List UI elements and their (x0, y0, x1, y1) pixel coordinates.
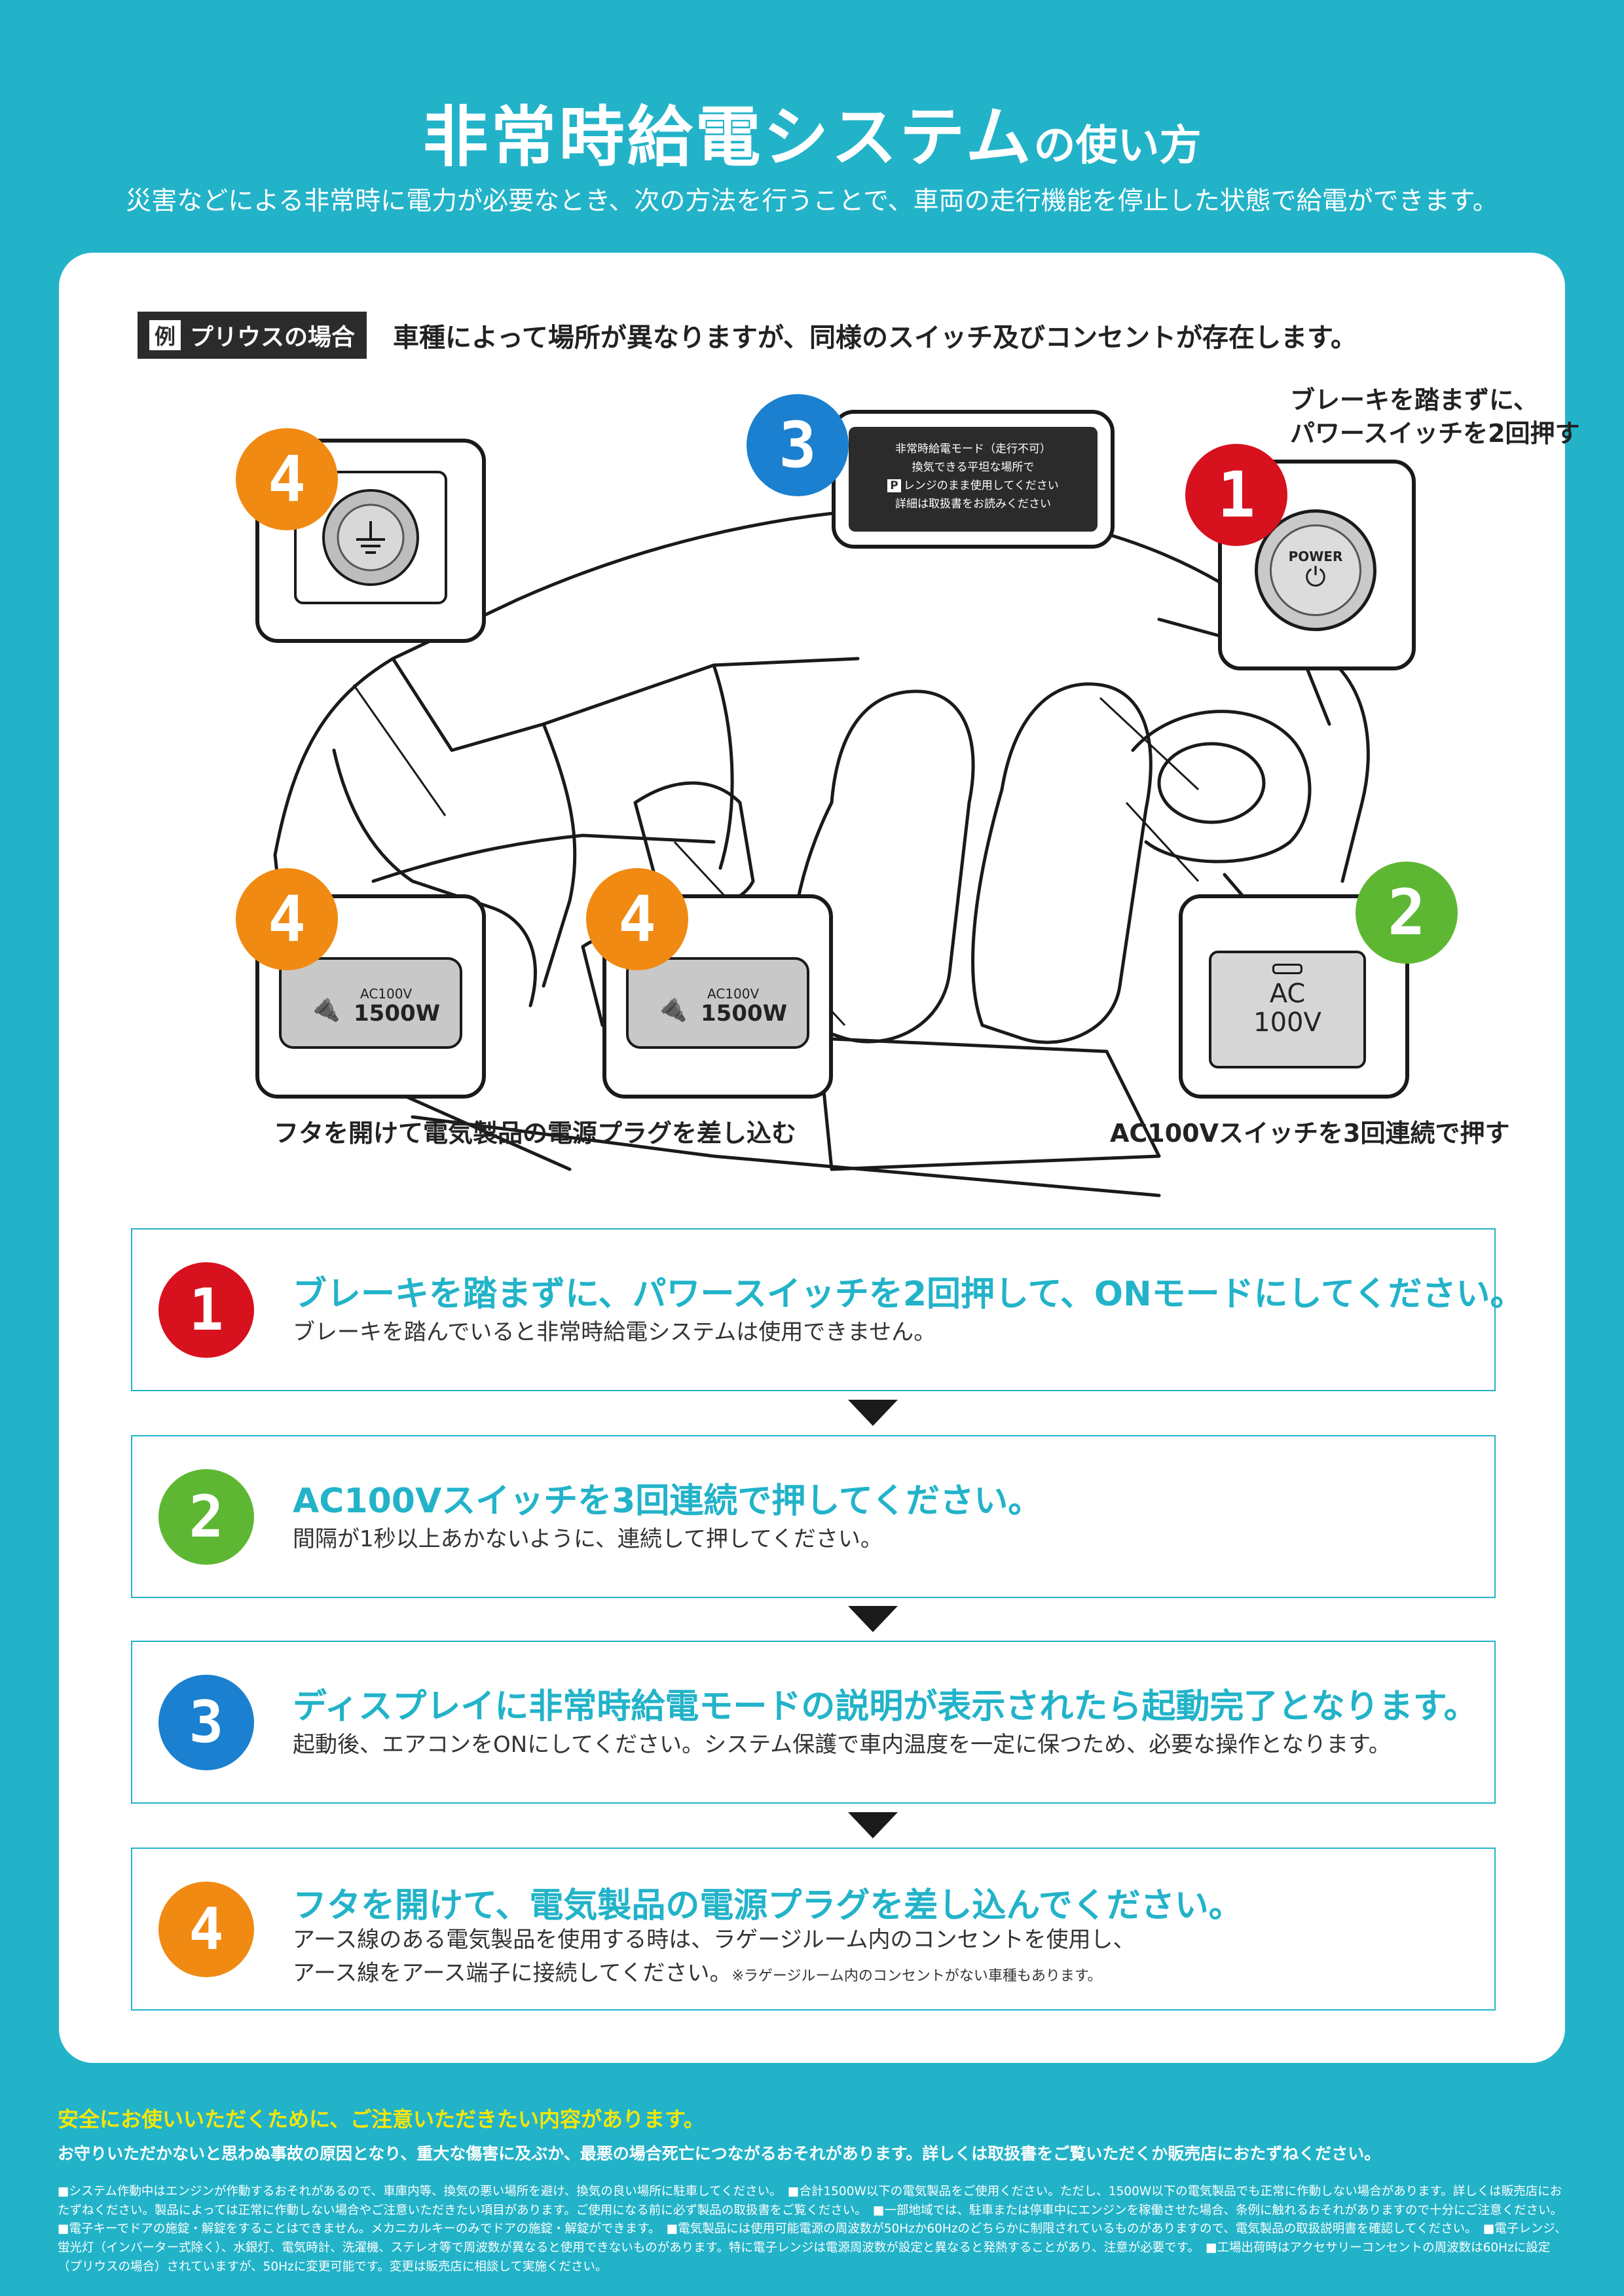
page-title: 非常時給電システムの使い方 (0, 84, 1624, 179)
ac-switch-led (1272, 964, 1302, 974)
badge-4-earth: 4 (236, 428, 338, 530)
step-4-heading: フタを開けて、電気製品の電源プラグを差し込んでください。 (293, 1886, 1243, 1925)
example-header: 例 プリウスの場合 車種によって場所が異なりますが、同様のスイッチ及びコンセント… (138, 312, 1357, 359)
step-1-heading: ブレーキを踏まずに、パワースイッチを2回押して、ONモードにしてください。 (293, 1275, 1524, 1314)
badge-3-display: 3 (747, 394, 849, 496)
step-arrow-2 (848, 1606, 898, 1632)
safety-lead: お守りいただかないと思わぬ事故の原因となり、重大な傷害に及ぶか、最悪の場合死亡に… (58, 2144, 1381, 2163)
safety-fine-print: ■システム作動中はエンジンが作動するおそれがあるので、車庫内等、換気の悪い場所を… (58, 2185, 1569, 2274)
step-3: 3 ディスプレイに非常時給電モードの説明が表示されたら起動完了となります。 起動… (131, 1641, 1496, 1804)
page-subtitle: 災害などによる非常時に電力が必要なとき、次の方法を行うことで、車両の走行機能を停… (126, 187, 1498, 216)
callout-1-text: ブレーキを踏まずに、 パワースイッチを2回押す (1290, 384, 1580, 451)
plug-icon: 🔌 (655, 993, 688, 1023)
step-2-body: 間隔が1秒以上あかないように、連続して押してください。 (293, 1526, 883, 1552)
callout-1-line-2: パワースイッチを2回押す (1290, 419, 1580, 448)
power-icon: ⏻ (1305, 562, 1326, 592)
step-1-body: ブレーキを踏んでいると非常時給電システムは使用できません。 (293, 1319, 936, 1345)
ac-switch: AC 100V (1209, 951, 1366, 1068)
outlet-center-big: 1500W (701, 1000, 788, 1027)
display-line-4: 詳細は取扱書をお読みください (895, 498, 1051, 511)
display-line-3-text: レンジのまま使用してください (903, 479, 1059, 493)
outlet-callout-center: 🔌 AC100V 1500W (602, 894, 833, 1099)
outlet-callout-left: 🔌 AC100V 1500W (255, 894, 486, 1099)
caption-right: AC100Vスイッチを3回連続で押す (1110, 1119, 1510, 1148)
step-1: 1 ブレーキを踏まずに、パワースイッチを2回押して、ONモードにしてください。 … (131, 1228, 1524, 1391)
step-arrow-3 (848, 1812, 898, 1838)
step-2-heading: AC100Vスイッチを3回連続で押してください。 (293, 1482, 1043, 1521)
outlet-center-small: AC100V (707, 986, 760, 1002)
title-suffix: の使い方 (1033, 122, 1202, 170)
step-4-badge: 4 (158, 1882, 254, 1977)
ac-switch-line-2: 100V (1253, 1008, 1321, 1038)
outlet-panel-center: 🔌 AC100V 1500W (626, 957, 809, 1049)
step-4-body-line-1: アース線のある電気製品を使用する時は、ラゲージルーム内のコンセントを使用し、 (293, 1927, 1135, 1953)
example-tag-label: プリウスの場合 (190, 324, 356, 351)
power-button-inner: POWER ⏻ (1270, 524, 1361, 616)
example-note: 車種によって場所が異なりますが、同様のスイッチ及びコンセントが存在します。 (393, 323, 1357, 353)
display-line-2: 換気できる平坦な場所で (912, 461, 1035, 475)
caption-left: フタを開けて電気製品の電源プラグを差し込む (274, 1119, 797, 1148)
callout-1-line-1: ブレーキを踏まずに、 (1290, 386, 1538, 414)
step-3-heading: ディスプレイに非常時給電モードの説明が表示されたら起動完了となります。 (293, 1687, 1478, 1726)
step-2-badge: 2 (158, 1469, 254, 1565)
safety-warning: 安全にお使いいただくために、ご注意いただきたい内容があります。 (58, 2107, 705, 2132)
outlet-left-small: AC100V (360, 986, 413, 1002)
step-4-body-line-2-text: アース線をアース端子に接続してください。 (293, 1960, 732, 1986)
step-arrow-1 (848, 1400, 898, 1426)
badge-4-outlet-left: 4 (236, 868, 338, 970)
badge-4-outlet-center: 4 (586, 868, 688, 970)
safety-footer: 安全にお使いいただくために、ご注意いただきたい内容があります。 お守りいただかな… (58, 2103, 1570, 2276)
park-icon: P (887, 479, 901, 493)
power-label: POWER (1288, 549, 1343, 564)
badge-2-ac-switch: 2 (1356, 862, 1458, 964)
content-panel: 例 プリウスの場合 車種によって場所が異なりますが、同様のスイッチ及びコンセント… (59, 253, 1580, 2063)
step-4-body-line-2: アース線をアース端子に接続してください。※ラゲージルーム内のコンセントがない車種… (293, 1957, 1135, 1990)
step-3-body: 起動後、エアコンをONにしてください。システム保護で車内温度を一定に保つため、必… (293, 1732, 1391, 1758)
outlet-left-big: 1500W (354, 1000, 441, 1027)
display-line-1: 非常時給電モード（走行不可） (895, 443, 1051, 456)
power-button: POWER ⏻ (1255, 509, 1376, 631)
step-3-badge: 3 (158, 1675, 254, 1770)
title-main: 非常時給電システム (422, 99, 1034, 175)
step-1-badge: 1 (158, 1262, 254, 1358)
step-4: 4 フタを開けて、電気製品の電源プラグを差し込んでください。 アース線のある電気… (131, 1848, 1496, 2011)
step-4-note: ※ラゲージルーム内のコンセントがない車種もあります。 (731, 1968, 1102, 1984)
earth-terminal-icon (294, 471, 447, 604)
example-tag: 例 プリウスの場合 (138, 312, 367, 359)
badge-1-power: 1 (1185, 444, 1287, 546)
outlet-panel-left: 🔌 AC100V 1500W (279, 957, 462, 1049)
step-2: 2 AC100Vスイッチを3回連続で押してください。 間隔が1秒以上あかないよう… (131, 1435, 1496, 1598)
car-interior-illustration (273, 506, 1370, 1197)
ac-switch-line-1: AC (1269, 979, 1306, 1009)
step-4-body: アース線のある電気製品を使用する時は、ラゲージルーム内のコンセントを使用し、 ア… (293, 1923, 1135, 1990)
example-tag-prefix: 例 (149, 320, 181, 350)
plug-icon: 🔌 (308, 993, 341, 1023)
